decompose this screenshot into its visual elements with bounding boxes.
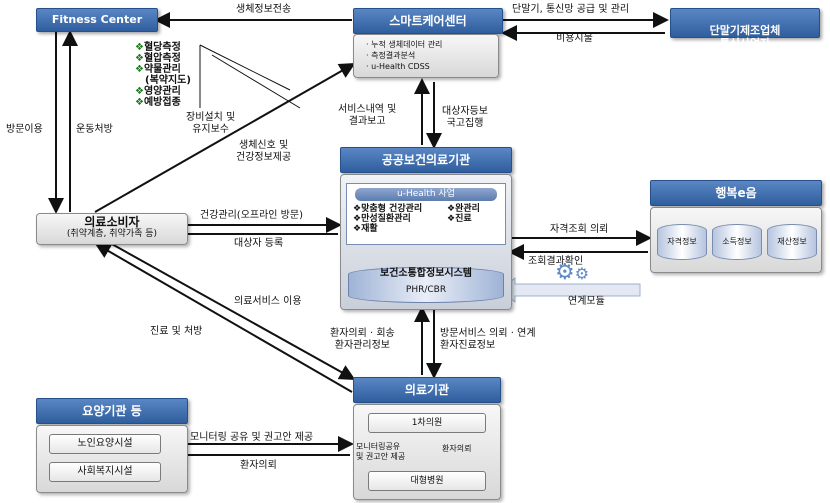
edge-label-bio-info-transfer: 생체정보전송 bbox=[236, 4, 292, 15]
welfare-facility-box: 사회복지시설 bbox=[49, 462, 161, 482]
edge-label-treatment: 진료 및 처방 bbox=[150, 326, 203, 337]
db-cylinder: 소득정보 bbox=[712, 224, 762, 260]
fitness-center-label: Fitness Center bbox=[51, 13, 143, 26]
edge-label-monitoring-share: 모니터링 공유 및 권고안 제공 bbox=[190, 432, 314, 443]
edge-label-medical-service-use: 의료서비스 이용 bbox=[234, 296, 302, 307]
general-hospital-box: 대형병원 bbox=[368, 471, 486, 491]
edge-label-target-register2: 대상자 등록 bbox=[234, 238, 284, 249]
edge-label-device-supply: 단말기, 통신망 공급 및 관리 bbox=[512, 4, 630, 15]
medical-institution-title: 의료기관 bbox=[404, 383, 450, 397]
list-item: ❖영양관리 bbox=[135, 86, 181, 97]
db-cylinder: 자격정보 bbox=[657, 224, 707, 260]
edge-label-visit-use: 방문이용 bbox=[6, 124, 43, 135]
edge-label-query-result: 조회결과확인 bbox=[528, 256, 584, 267]
uhealth-item: ❖완관리 bbox=[447, 204, 480, 214]
smart-care-center-title: 스마트케어센터 bbox=[389, 14, 467, 28]
edge-label-qualification-query: 자격조회 의뢰 bbox=[550, 224, 609, 235]
edge-label-exercise-rx: 운동처방 bbox=[76, 124, 113, 135]
telecom-provider-box: 단말기제조업체 통신사업자 bbox=[670, 8, 820, 50]
smart-care-item: · u-Health CDSS bbox=[366, 62, 430, 71]
uhealth-item: ❖재활 bbox=[353, 224, 378, 234]
linkage-module-label: 연계모듈 bbox=[568, 296, 605, 307]
smart-care-center-body: · 누적 생체데이터 관리 · 측정결과분석 · u-Health CDSS bbox=[353, 34, 499, 78]
uhealth-item: ❖맞춤형 건강관리 bbox=[353, 204, 423, 214]
medical-consumer-subtitle: (취약계층, 취약가족 등) bbox=[66, 229, 158, 239]
list-item: ❖혈당측정 bbox=[135, 42, 181, 53]
nursing-home-box: 노인요양시설 bbox=[49, 434, 161, 454]
uhealth-panel: u-Health 사업 ❖맞춤형 건강관리 ❖만성질환관리 ❖재활 ❖완관리 ❖… bbox=[346, 183, 506, 245]
list-item: ❖혈압측정 bbox=[135, 53, 181, 64]
edge-label-patient-referral2: 환자의뢰 bbox=[240, 460, 277, 471]
happy-eum-title: 행복e음 bbox=[715, 186, 757, 200]
phr-cbr-label: PHR/CBR bbox=[405, 285, 447, 295]
edge-label-patient-referral3: 환자의뢰 bbox=[442, 444, 472, 453]
edge-label-bio-signal: 생체신호 및 건강정보제공 bbox=[236, 140, 292, 163]
edge-label-service-report: 서비스내역 및 결과보고 bbox=[338, 104, 397, 127]
smart-care-item: · 측정결과분석 bbox=[366, 51, 416, 60]
gears-icon: ⚙⚙ bbox=[555, 260, 590, 285]
smart-care-item: · 누적 생체데이터 관리 bbox=[366, 40, 443, 49]
edge-label-monitoring-share2: 모니터링공유 및 권고안 제공 bbox=[356, 442, 406, 461]
integrated-system-label: 보건소통합정보시스템 bbox=[380, 268, 472, 279]
uhealth-title-bar: u-Health 사업 bbox=[355, 188, 497, 201]
primary-clinic-box: 1차의원 bbox=[368, 413, 486, 433]
medical-consumer-box: 의료소비자 (취약계층, 취약가족 등) bbox=[36, 213, 188, 245]
list-item: (복약지도) bbox=[145, 75, 191, 86]
edge-label-target-register: 대상자등보 국고집행 bbox=[442, 106, 488, 129]
list-item: ❖예방접종 bbox=[135, 97, 181, 108]
care-institutions-title: 요양기관 등 bbox=[82, 404, 142, 418]
edge-label-equipment-install: 장비설치 및 유지보수 bbox=[186, 112, 236, 135]
public-health-title: 공공보건의료기관 bbox=[381, 153, 471, 167]
care-institutions-header: 요양기관 등 bbox=[36, 398, 188, 424]
medical-consumer-title: 의료소비자 bbox=[84, 215, 140, 229]
fitness-service-list: ❖혈당측정 ❖혈압측정 ❖약물관리 (복약지도) ❖영양관리 ❖예방접종 bbox=[135, 42, 191, 108]
list-item: ❖약물관리 bbox=[135, 64, 181, 75]
happy-eum-header: 행복e음 bbox=[650, 180, 822, 206]
edge-label-visit-service: 방문서비스 의뢰 · 연계 환자진료정보 bbox=[440, 328, 536, 351]
db-cylinder: 재산정보 bbox=[767, 224, 817, 260]
edge-label-health-mgmt: 건강관리(오프라인 방문) bbox=[200, 210, 303, 221]
uhealth-item: ❖만성질환관리 bbox=[353, 214, 411, 224]
medical-institution-header: 의료기관 bbox=[353, 377, 501, 403]
fitness-center-box: Fitness Center bbox=[36, 8, 158, 32]
telecom-provider-label: 단말기제조업체 통신사업자 bbox=[709, 24, 781, 50]
medical-institution-body: 1차의원 대형병원 bbox=[353, 404, 501, 500]
uhealth-item: ❖진료 bbox=[447, 214, 472, 224]
edge-label-cost-payment: 비용지불 bbox=[556, 33, 593, 44]
care-institutions-body: 노인요양시설 사회복지시설 bbox=[36, 425, 188, 493]
edge-label-patient-referral: 환자의뢰 · 회송 환자관리정보 bbox=[330, 328, 395, 351]
public-health-header: 공공보건의료기관 bbox=[340, 147, 512, 173]
happy-eum-body: 자격정보 소득정보 재산정보 bbox=[650, 207, 822, 273]
integrated-system-db: 보건소통합정보시스템 PHR/CBR bbox=[348, 267, 504, 303]
smart-care-center-header: 스마트케어센터 bbox=[353, 8, 503, 34]
public-health-body: u-Health 사업 ❖맞춤형 건강관리 ❖만성질환관리 ❖재활 ❖완관리 ❖… bbox=[340, 174, 512, 310]
